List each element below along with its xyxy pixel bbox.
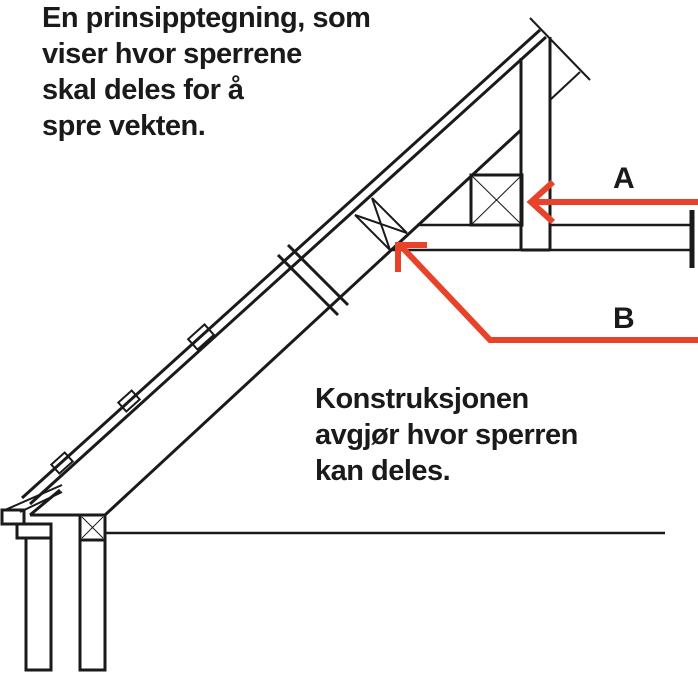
caption-line: En prinsipptegning, som	[42, 2, 371, 34]
block-b	[354, 197, 408, 251]
eave-line-inner	[19, 491, 63, 513]
fascia-block	[0, 508, 26, 526]
eave-line	[4, 484, 63, 511]
arrow-b	[395, 242, 698, 343]
caption-bottom: Konstruksjonen avgjør hvor sperren kan del…	[315, 381, 578, 489]
caption-line: Konstruksjonen	[315, 383, 529, 415]
splice-clamp	[276, 243, 350, 317]
peak-tick	[529, 17, 591, 81]
wall-post-right	[78, 513, 107, 672]
caption-line: viser hvor sperrene	[42, 38, 302, 70]
caption-line: skal deles for å	[42, 74, 244, 106]
rafter-lower-line	[103, 128, 523, 517]
roof-inner-line	[28, 35, 548, 506]
label-b: B	[613, 302, 635, 335]
block-a	[469, 173, 524, 227]
battens	[49, 323, 216, 475]
wall-plate-block	[80, 516, 105, 542]
caption-line: spre vekten.	[42, 110, 206, 142]
roof-outer-line	[20, 28, 542, 500]
fascia-block-2	[15, 522, 53, 540]
peak-tick-brace	[549, 71, 581, 101]
caption-top: En prinsipptegning, som viser hvor sperre…	[42, 0, 371, 144]
rafter-tail-line	[29, 488, 61, 517]
label-a: A	[613, 162, 635, 195]
caption-line: kan deles.	[315, 455, 451, 487]
wall-post-left	[24, 536, 53, 672]
caption-line: avgjør hvor sperren	[315, 419, 578, 451]
arrow-a	[526, 179, 698, 225]
collar-tie	[392, 223, 692, 252]
